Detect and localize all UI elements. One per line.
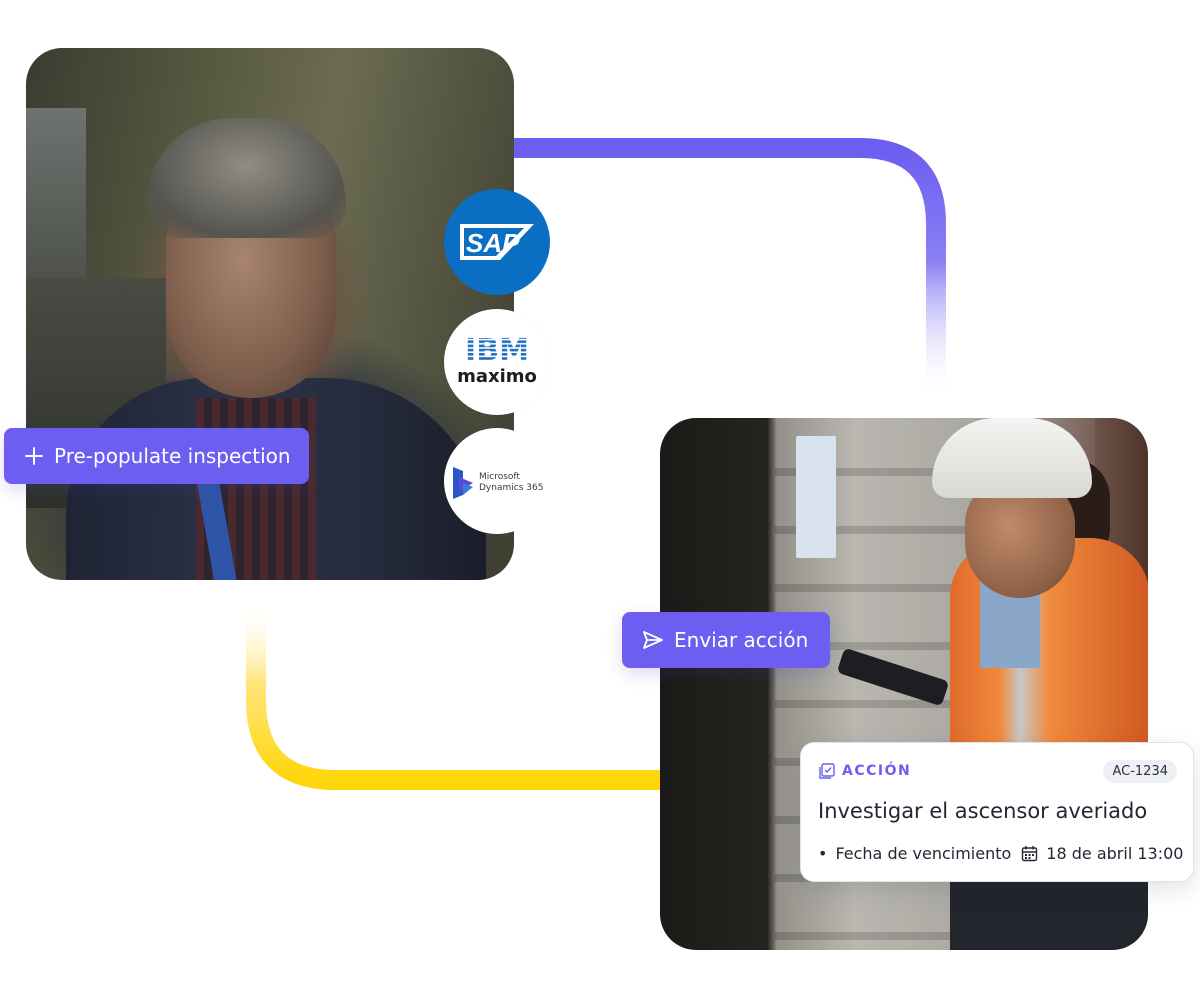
connector-top [505,138,946,400]
dynamics-logo-text: Dynamics 365 [479,483,543,493]
bullet: • [818,844,828,863]
ibm-logo-text: IBM [465,333,529,368]
sap-logo-mark: SAP [460,224,534,260]
plus-icon [24,446,44,466]
checklist-icon [819,763,835,779]
action-card[interactable]: ACCIÓN AC-1234 Investigar el ascensor av… [800,742,1194,882]
sap-logo-text: SAP [466,228,520,258]
microsoft-logo-text: Microsoft [479,472,520,482]
due-date-label: Fecha de vencimiento [835,844,1012,863]
send-action-label: Enviar acción [674,628,809,652]
due-date-value: 18 de abril 13:00 [1046,844,1184,863]
ibm-maximo-logo: IBM maximo [444,309,550,415]
send-action-button[interactable]: Enviar acción [622,612,831,668]
action-type: ACCIÓN [819,763,911,779]
action-due-date: • Fecha de vencimiento 18 de abril 13:00 [818,844,1183,863]
prepopulate-inspection-button[interactable]: Pre-populate inspection [4,428,309,484]
photo-hair [146,118,346,238]
microsoft-dynamics-logo: Microsoft Dynamics 365 [444,428,550,534]
action-title: Investigar el ascensor averiado [818,799,1148,823]
connector-bottom [246,600,670,790]
action-type-label: ACCIÓN [842,763,912,779]
calendar-icon [1021,845,1038,862]
photo-paper-note [796,436,836,558]
prepopulate-inspection-label: Pre-populate inspection [54,444,291,468]
photo-hard-hat [932,418,1092,498]
maximo-logo-text: maximo [457,366,537,387]
inspector-photo [26,48,514,580]
photo-face [965,478,1075,598]
send-icon [642,629,664,651]
sap-logo: SAP [444,189,550,295]
action-id-badge: AC-1234 [1103,760,1177,783]
